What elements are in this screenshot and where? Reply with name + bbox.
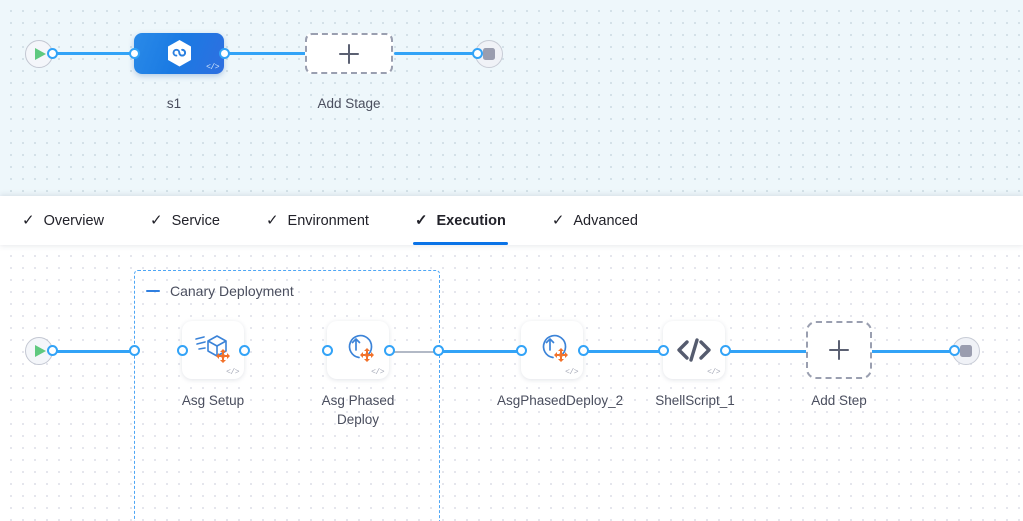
stage-canvas[interactable]: </> s1 Add Stage: [0, 0, 1023, 196]
add-stage-label: Add Stage: [317, 96, 381, 111]
check-icon: ✓: [551, 212, 565, 229]
tab-advanced[interactable]: ✓ Advanced: [552, 196, 638, 245]
port-asg-phased-deploy-out[interactable]: [384, 345, 395, 356]
check-icon: ✓: [414, 212, 428, 229]
port-asg-setup-out[interactable]: [239, 345, 250, 356]
step-group-header[interactable]: Canary Deployment: [146, 283, 294, 299]
edge-shellscript-to-add-step: [727, 350, 811, 353]
edge-asgphaseddeploy2-to-shellscript: [586, 350, 666, 353]
add-stage-button[interactable]: [305, 33, 393, 74]
minus-icon[interactable]: [146, 289, 160, 293]
check-icon: ✓: [22, 212, 35, 229]
add-step-label: Add Step: [811, 393, 867, 408]
port-exec-start-out[interactable]: [47, 345, 58, 356]
code-badge: </>: [707, 368, 720, 377]
plus-icon: [339, 43, 359, 64]
tab-label: Environment: [287, 212, 369, 229]
edge-add-step-to-end: [870, 350, 956, 353]
stage-label-s1: s1: [166, 96, 182, 111]
code-badge: </>: [226, 368, 239, 377]
port-group-in[interactable]: [129, 345, 140, 356]
port-asgphaseddeploy2-out[interactable]: [578, 345, 589, 356]
edge-add-stage-to-end: [394, 52, 482, 55]
port-asg-setup-in[interactable]: [177, 345, 188, 356]
plus-icon: [829, 340, 849, 360]
execution-canvas[interactable]: Canary Deployment: [0, 245, 1023, 521]
port-stage-in[interactable]: [129, 48, 140, 59]
edge-stage-to-add-stage: [224, 52, 310, 55]
check-icon: ✓: [265, 212, 279, 229]
tab-overview[interactable]: ✓ Overview: [22, 196, 104, 245]
play-icon: [35, 345, 46, 357]
step-card-shellscript-1[interactable]: </>: [663, 321, 725, 379]
step-card-asgphaseddeploy-2[interactable]: </>: [521, 321, 583, 379]
tab-label: Overview: [43, 212, 105, 229]
asg-phased-deploy-icon: [542, 334, 568, 362]
asg-setup-icon: [195, 335, 230, 363]
step-label-asg-setup: Asg Setup: [181, 393, 245, 408]
port-asg-phased-deploy-in[interactable]: [322, 345, 333, 356]
code-badge: </>: [565, 368, 578, 377]
deployment-hexagon-icon: [166, 39, 193, 68]
port-start-out[interactable]: [47, 48, 58, 59]
port-stage-out[interactable]: [219, 48, 230, 59]
play-icon: [35, 48, 46, 60]
step-label-asgphaseddeploy-2: AsgPhasedDeploy_2: [497, 393, 624, 408]
port-shellscript-out[interactable]: [720, 345, 731, 356]
step-card-asg-phased-deploy[interactable]: </>: [327, 321, 389, 379]
stage-node-s1[interactable]: </>: [134, 33, 224, 74]
port-end-in[interactable]: [472, 48, 483, 59]
step-label-asg-phased-deploy: Asg Phased Deploy: [321, 393, 395, 427]
step-group-title: Canary Deployment: [170, 283, 294, 299]
edge-start-to-stage: [48, 52, 138, 55]
code-badge: </>: [371, 368, 384, 377]
check-icon: ✓: [150, 212, 163, 229]
tab-label: Service: [171, 212, 220, 229]
step-group-canary-deployment[interactable]: [134, 270, 440, 521]
asg-phased-deploy-icon: [348, 334, 374, 362]
port-shellscript-in[interactable]: [658, 345, 669, 356]
edge-start-to-group: [48, 350, 138, 353]
step-card-asg-setup[interactable]: </>: [182, 321, 244, 379]
tab-environment[interactable]: ✓ Environment: [266, 196, 369, 245]
code-badge: </>: [206, 63, 219, 72]
port-exec-end-in[interactable]: [949, 345, 960, 356]
tab-service[interactable]: ✓ Service: [150, 196, 220, 245]
tab-label: Execution: [436, 212, 506, 229]
tab-label: Advanced: [573, 212, 638, 229]
stage-config-tabs: ✓ Overview ✓ Service ✓ Environment ✓ Exe…: [0, 196, 1023, 245]
stop-icon: [960, 345, 972, 357]
port-asgphaseddeploy2-in[interactable]: [516, 345, 527, 356]
edge-group-to-asgphaseddeploy2: [440, 350, 522, 353]
tab-execution[interactable]: ✓ Execution: [412, 196, 508, 245]
stop-icon: [483, 48, 495, 60]
shell-script-icon: [677, 338, 711, 362]
add-step-button[interactable]: [806, 321, 872, 379]
port-group-out[interactable]: [433, 345, 444, 356]
step-label-shellscript-1: ShellScript_1: [655, 393, 735, 408]
